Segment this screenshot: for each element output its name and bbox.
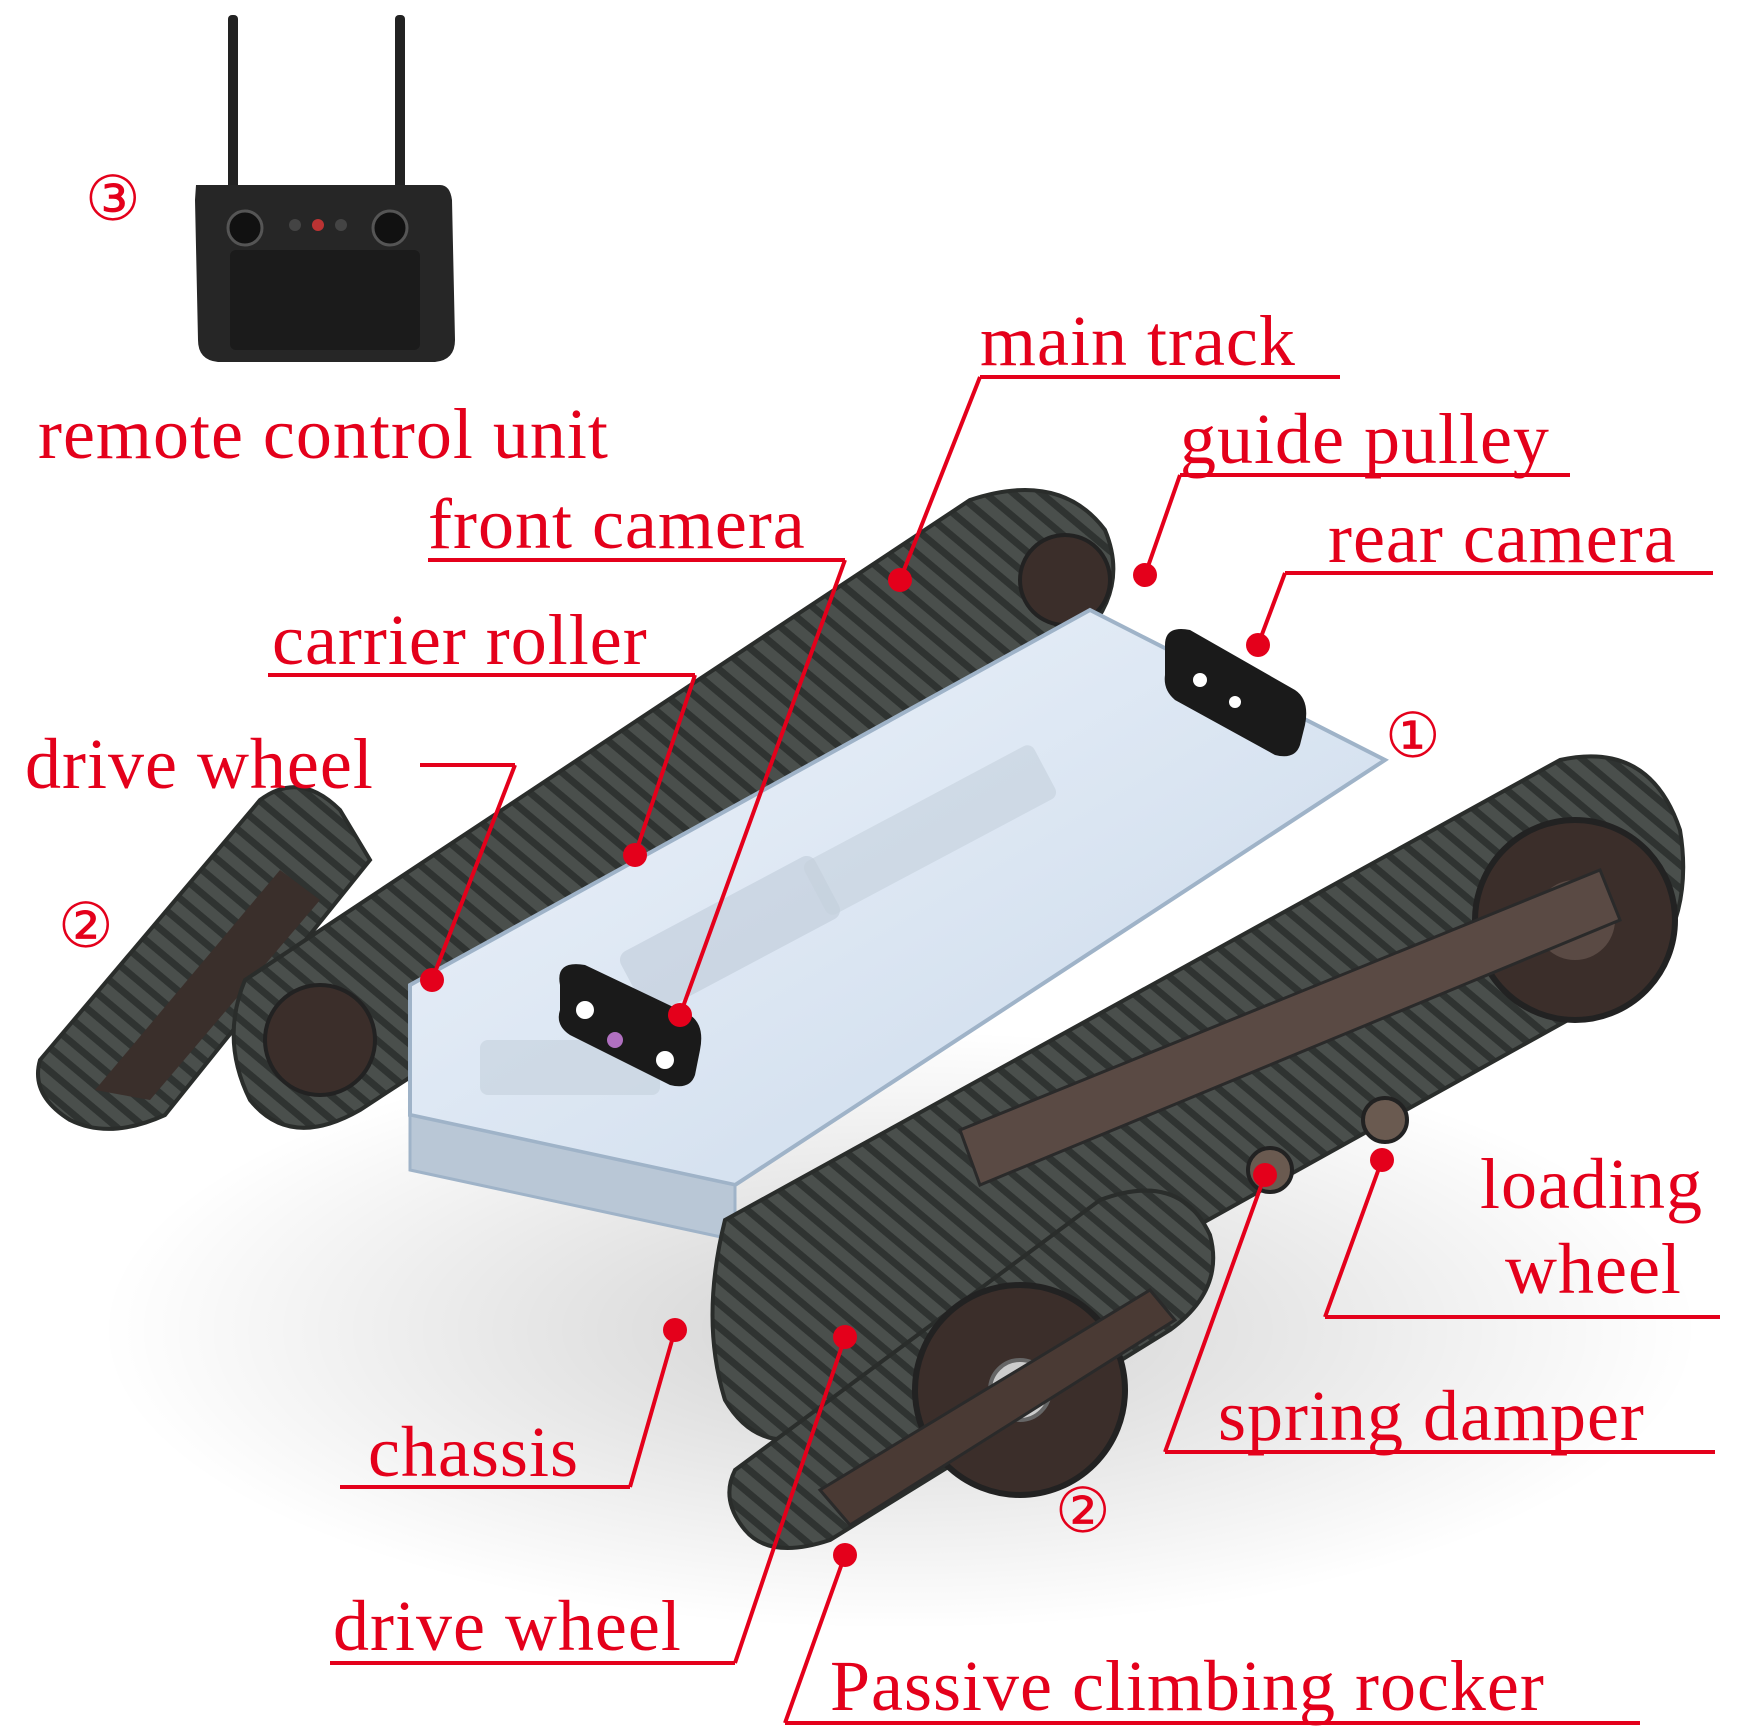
- label-remote-control-unit: remote control unit: [38, 394, 609, 474]
- label-carrier-roller: carrier roller: [272, 600, 648, 680]
- label-drive-wheel-bottom: drive wheel: [333, 1586, 682, 1666]
- dot-passive-rocker: [833, 1543, 857, 1567]
- marker-rocker-left: ②: [58, 889, 114, 962]
- side-frame: [958, 868, 1622, 1187]
- label-rear-camera: rear camera: [1328, 498, 1677, 578]
- dot-carrier-roller: [623, 843, 647, 867]
- label-main-track: main track: [980, 301, 1296, 381]
- dot-spring-damper: [1253, 1163, 1277, 1187]
- marker-remote: ③: [85, 162, 141, 235]
- dot-main-track: [888, 568, 912, 592]
- marker-body: ①: [1385, 699, 1441, 772]
- label-drive-wheel-left: drive wheel: [25, 724, 374, 804]
- label-chassis: chassis: [368, 1412, 579, 1492]
- loading-wheel-2: [1361, 1096, 1409, 1144]
- dot-drive-wheel-left: [420, 968, 444, 992]
- label-guide-pulley: guide pulley: [1180, 399, 1550, 479]
- rocker-track-left: [36, 785, 373, 1131]
- dot-guide-pulley: [1133, 563, 1157, 587]
- dot-drive-wheel-bottom: [833, 1325, 857, 1349]
- label-loading-line1: loading: [1480, 1144, 1703, 1224]
- label-loading-line2: wheel: [1505, 1229, 1682, 1309]
- leader-dots: [420, 563, 1394, 1567]
- dot-front-camera: [668, 1003, 692, 1027]
- leader-lines: [268, 375, 1720, 1725]
- rear-camera: [1164, 629, 1307, 757]
- dot-loading-wheel: [1370, 1148, 1394, 1172]
- dot-rear-camera: [1246, 633, 1270, 657]
- front-camera: [558, 964, 702, 1087]
- label-spring-damper: spring damper: [1218, 1376, 1645, 1456]
- remote-control-unit: [195, 15, 455, 362]
- label-passive-climbing-rocker: Passive climbing rocker: [830, 1646, 1545, 1726]
- marker-rocker-right: ②: [1055, 1474, 1111, 1547]
- dot-chassis: [663, 1318, 687, 1342]
- label-front-camera: front camera: [428, 484, 806, 564]
